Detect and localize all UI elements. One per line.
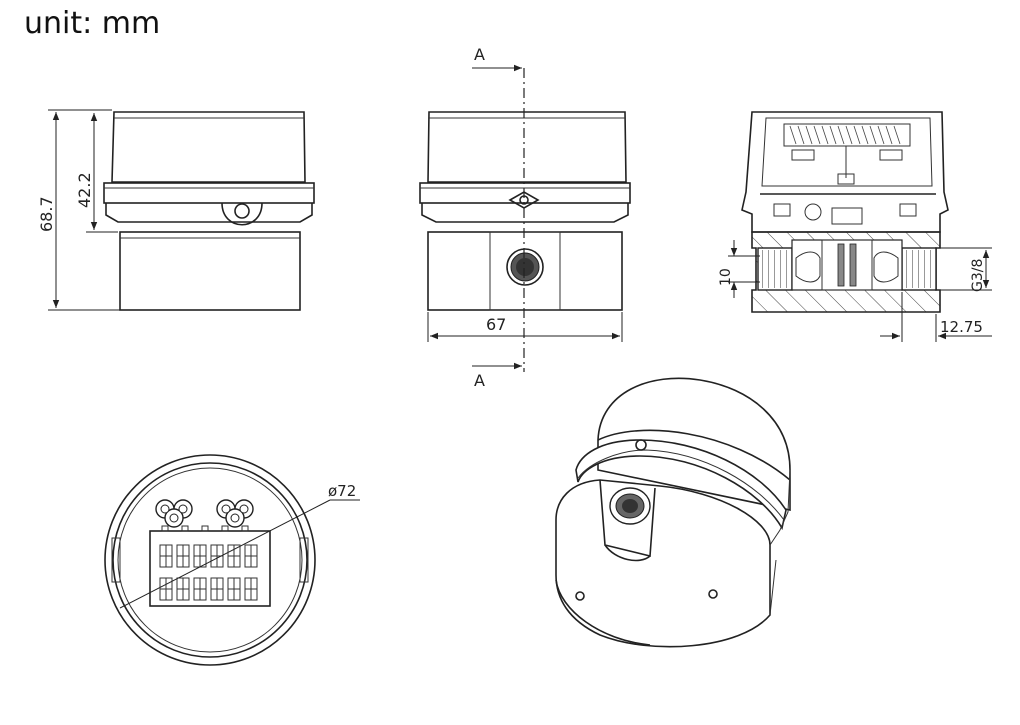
dim-diameter: ø72 <box>328 482 356 500</box>
dim-top-height: 42.2 <box>75 172 94 208</box>
dim-overall-height: 68.7 <box>37 196 56 232</box>
unit-label: unit: mm <box>24 6 161 41</box>
front-view: 68.7 42.2 <box>37 109 315 311</box>
top-view: ø72 <box>104 454 360 666</box>
side-view: A A 67 <box>419 45 631 390</box>
dim-width: 67 <box>486 315 506 334</box>
section-mark-bottom: A <box>474 371 485 390</box>
dim-thread-depth: 10 <box>718 268 734 286</box>
dim-thread-length: 12.75 <box>940 318 983 336</box>
section-mark-top: A <box>474 45 485 64</box>
isometric-view <box>555 377 791 648</box>
section-view: 10 G3/8 12.75 <box>718 111 992 342</box>
dim-thread-spec: G3/8 <box>970 259 986 292</box>
